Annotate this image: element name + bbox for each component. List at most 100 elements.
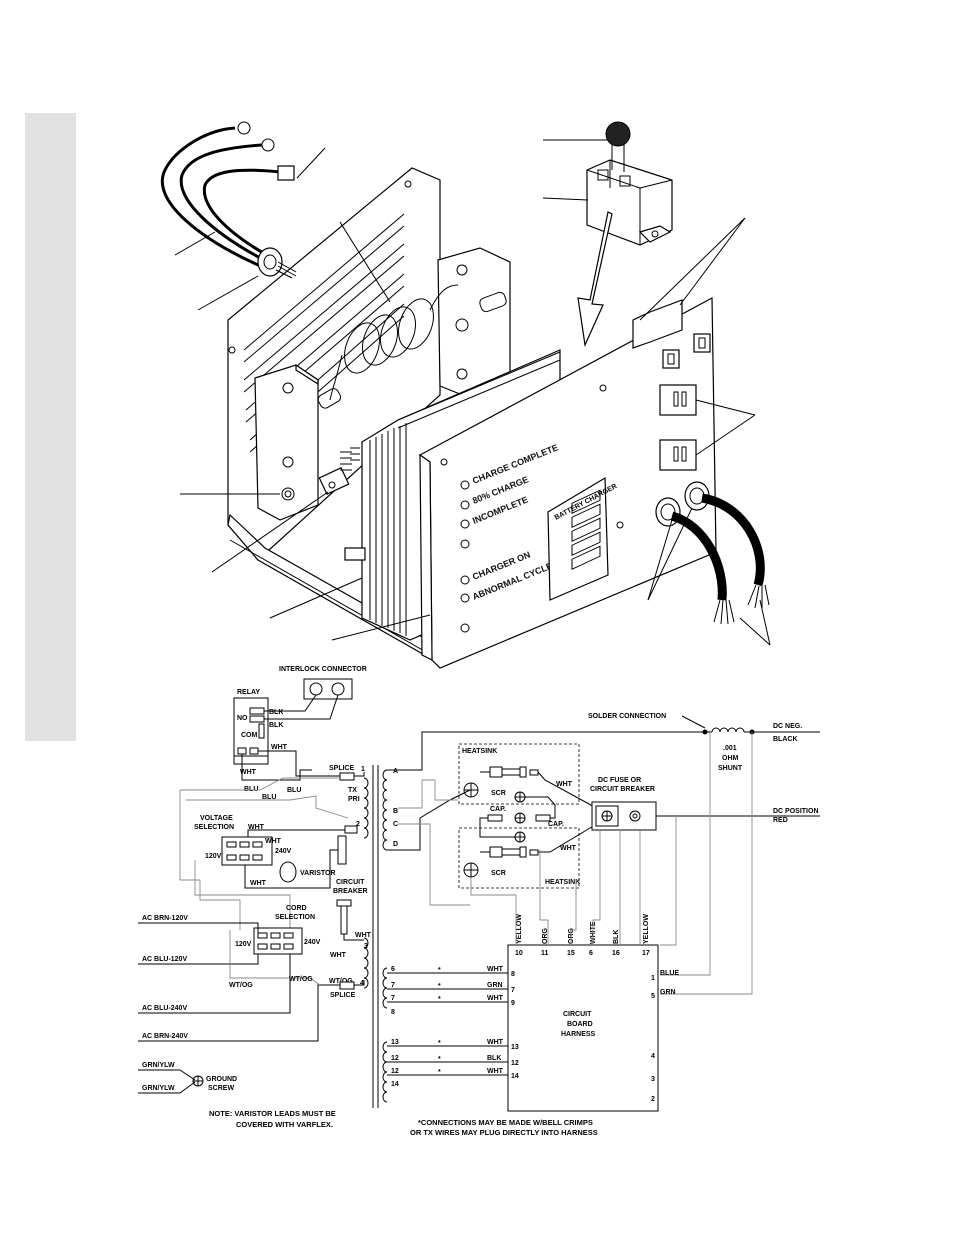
harness-left-pin: 9 (511, 1000, 515, 1007)
charger-illustration: CHARGE COMPLETE 80% CHARGE INCOMPLETE CH… (161, 121, 771, 669)
relay-com: COM (241, 732, 258, 739)
blu-label-3: BLU (287, 787, 301, 794)
cb-label-2: BREAKER (333, 888, 368, 895)
harness-wire-number: 8 (391, 1009, 395, 1016)
harness-left-pin: 14 (511, 1073, 519, 1080)
relay-blk-2: BLK (269, 722, 283, 729)
tx-secondary (382, 769, 388, 851)
dc-fuse-label-2: CIRCUIT BREAKER (590, 786, 655, 793)
harness-top-color: ORG (542, 928, 549, 945)
splice-bottom-label: SPLICE (330, 992, 356, 999)
harness-wire-star: * (438, 996, 441, 1003)
heatsink-wht-1: WHT (556, 781, 573, 788)
cap-label-1: CAP. (490, 806, 506, 813)
heatsink-box-top (458, 743, 580, 805)
harness-top-pin: 16 (612, 950, 620, 957)
cord-selection-label-2: SELECTION (275, 914, 315, 921)
harness-label-2: BOARD (567, 1021, 593, 1028)
footnote-1: *CONNECTIONS MAY BE MADE W/BELL CRIMPS (418, 1118, 593, 1127)
sec-c: C (393, 821, 398, 828)
harness-top-pin: 17 (642, 950, 650, 957)
sec-a: A (393, 768, 398, 775)
splice-top-label: SPLICE (329, 765, 355, 772)
cb-block (336, 899, 352, 907)
voltage-selection-label-2: SELECTION (194, 824, 234, 831)
harness-pin-5: 5 (651, 993, 655, 1000)
harness-wire-number: 12 (391, 1068, 399, 1075)
harness-wire-number: 7 (391, 982, 395, 989)
ground-label-2: SCREW (208, 1085, 234, 1092)
dc-fuse-label-1: DC FUSE OR (598, 777, 641, 784)
grn-ylw-2: GRN/YLW (142, 1085, 175, 1092)
tx-primary-top (363, 777, 369, 839)
wt-og-1: WT/OG (229, 982, 253, 989)
tx-pin-3: 3 (364, 943, 368, 950)
interlock-connector (303, 678, 353, 700)
harness-input-coils (382, 967, 388, 1103)
scr-label-2: SCR (491, 870, 506, 877)
shunt-ohm: OHM (722, 755, 739, 762)
cord-selection-label-1: CORD (286, 905, 307, 912)
solder-connection-label: SOLDER CONNECTION (588, 713, 666, 720)
dc-neg-color: BLACK (773, 736, 798, 743)
dc-cables (655, 481, 770, 625)
pri-label: PRI (348, 796, 360, 803)
sec-d: D (393, 841, 398, 848)
vs-120v: 120V (205, 853, 222, 860)
harness-top-color: YELLOW (516, 914, 523, 944)
tx-pin-1: 1 (361, 766, 365, 773)
harness-top-pin: 10 (515, 950, 523, 957)
varistor-holder (337, 835, 347, 865)
harness-pin-3: 3 (651, 1076, 655, 1083)
circuit-board-harness (507, 944, 659, 1112)
dc-pos-color: RED (773, 817, 788, 824)
harness-grn: GRN (660, 989, 676, 996)
ac-brn-120v: AC BRN-120V (142, 915, 188, 922)
tx-pin-4: 4 (360, 980, 364, 987)
harness-left-pin: 13 (511, 1044, 519, 1051)
harness-top-color: ORG (568, 928, 575, 945)
cb-label-1: CIRCUIT (336, 879, 365, 886)
relay-label: RELAY (237, 689, 260, 696)
ac-brn-240v: AC BRN-240V (142, 1033, 188, 1040)
ohm-shunt (711, 727, 745, 733)
ac-blu-120v: AC BLU-120V (142, 956, 187, 963)
sec-b: B (393, 808, 398, 815)
dc-neg-label: DC NEG. (773, 723, 802, 730)
varistor-body (279, 861, 297, 883)
scr-label-1: SCR (491, 790, 506, 797)
blu-label-2: BLU (262, 794, 276, 801)
harness-wire-star: * (438, 983, 441, 990)
cb-wht: WHT (355, 932, 372, 939)
harness-top-color: BLK (613, 930, 620, 944)
assembly-arrow (577, 211, 613, 348)
footnote-2: OR TX WIRES MAY PLUG DIRECTLY INTO HARNE… (410, 1128, 598, 1137)
harness-wire-number: 12 (391, 1055, 399, 1062)
harness-label-3: HARNESS (561, 1031, 596, 1038)
interlock-connector-label: INTERLOCK CONNECTOR (279, 666, 367, 673)
relay-blk-1: BLK (269, 709, 283, 716)
side-tab (25, 113, 76, 741)
panel-switches (659, 333, 711, 471)
harness-pin-4: 4 (651, 1053, 655, 1060)
panel-leds (440, 384, 624, 633)
harness-wire-star: * (438, 1056, 441, 1063)
shunt-label: SHUNT (718, 765, 743, 772)
ac-blu-240v: AC BLU-240V (142, 1005, 187, 1012)
wire-coil (329, 284, 459, 401)
harness-left-pin: 8 (511, 971, 515, 978)
harness-label-1: CIRCUIT (563, 1011, 592, 1018)
heatsink-box-bottom (458, 827, 580, 889)
varistor-label: VARISTOR (300, 870, 336, 877)
harness-wire-color: WHT (487, 1039, 504, 1046)
grn-ylw-1: GRN/YLW (142, 1062, 175, 1069)
vs-wht-2: WHT (250, 880, 267, 887)
harness-wire-color: WHT (487, 1068, 504, 1075)
voltage-selection-label-1: VOLTAGE (200, 815, 233, 822)
note-line-2: COVERED WITH VARFLEX. (236, 1120, 333, 1129)
vs-wht-og: WHT (265, 838, 282, 845)
harness-left-wires: 6*WHT87*GRN77*WHT9813*WHT1312*BLK1212*WH… (387, 966, 519, 1088)
